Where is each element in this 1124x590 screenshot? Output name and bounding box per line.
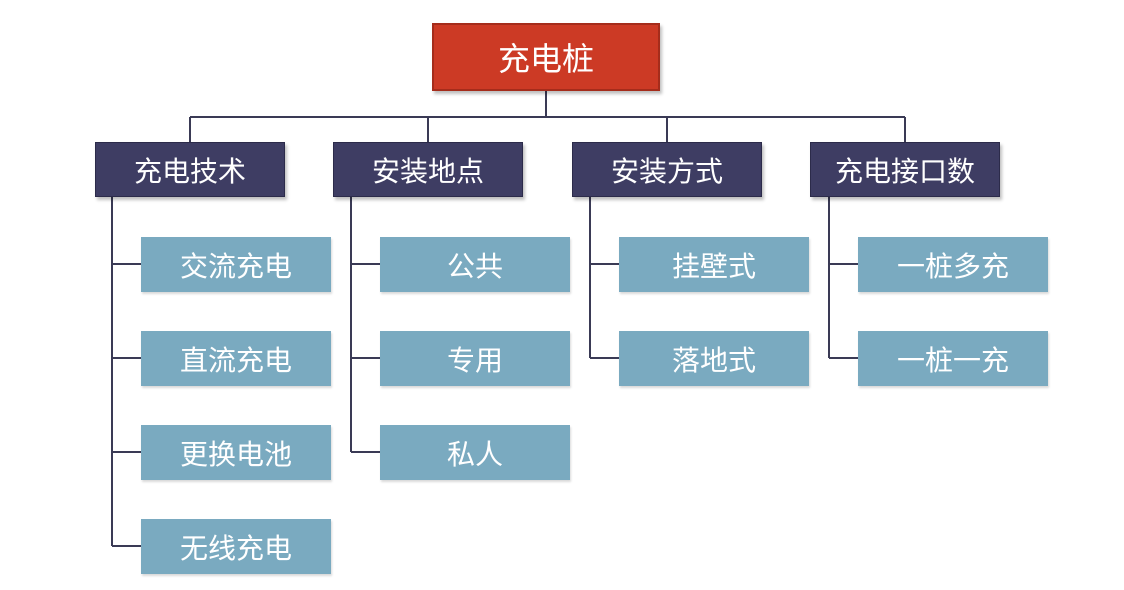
leaf-node-one-pile-one-charge: 一桩一充 xyxy=(858,331,1048,386)
category-node-connector-count: 充电接口数 xyxy=(810,142,1000,197)
leaf-label: 私人 xyxy=(446,437,503,471)
leaf-label: 落地式 xyxy=(671,343,756,377)
leaf-node-dedicated: 专用 xyxy=(380,331,570,386)
leaf-label: 直流充电 xyxy=(179,343,292,377)
leaf-label: 更换电池 xyxy=(179,437,292,471)
leaf-node-ac-charging: 交流充电 xyxy=(141,237,331,292)
leaf-node-wall-mounted: 挂壁式 xyxy=(619,237,809,292)
category-node-install-method: 安装方式 xyxy=(572,142,762,197)
category-node-install-location: 安装地点 xyxy=(333,142,523,197)
leaf-label: 挂壁式 xyxy=(671,249,756,283)
leaf-node-battery-swap: 更换电池 xyxy=(141,425,331,480)
leaf-label: 无线充电 xyxy=(179,531,292,565)
leaf-node-public: 公共 xyxy=(380,237,570,292)
category-label: 充电技术 xyxy=(133,154,246,188)
category-label: 安装方式 xyxy=(610,154,723,188)
leaf-label: 一桩一充 xyxy=(896,343,1009,377)
root-label: 充电桩 xyxy=(497,40,594,78)
leaf-node-dc-charging: 直流充电 xyxy=(141,331,331,386)
category-node-charging-technology: 充电技术 xyxy=(95,142,285,197)
leaf-node-private: 私人 xyxy=(380,425,570,480)
leaf-label: 公共 xyxy=(446,249,503,283)
leaf-node-floor-standing: 落地式 xyxy=(619,331,809,386)
leaf-node-wireless-charging: 无线充电 xyxy=(141,519,331,574)
root-node: 充电桩 xyxy=(432,23,660,91)
category-label: 安装地点 xyxy=(371,154,484,188)
leaf-node-one-pile-multi-charge: 一桩多充 xyxy=(858,237,1048,292)
leaf-label: 交流充电 xyxy=(179,249,292,283)
category-label: 充电接口数 xyxy=(834,154,975,188)
leaf-label: 一桩多充 xyxy=(896,249,1009,283)
leaf-label: 专用 xyxy=(446,343,503,377)
